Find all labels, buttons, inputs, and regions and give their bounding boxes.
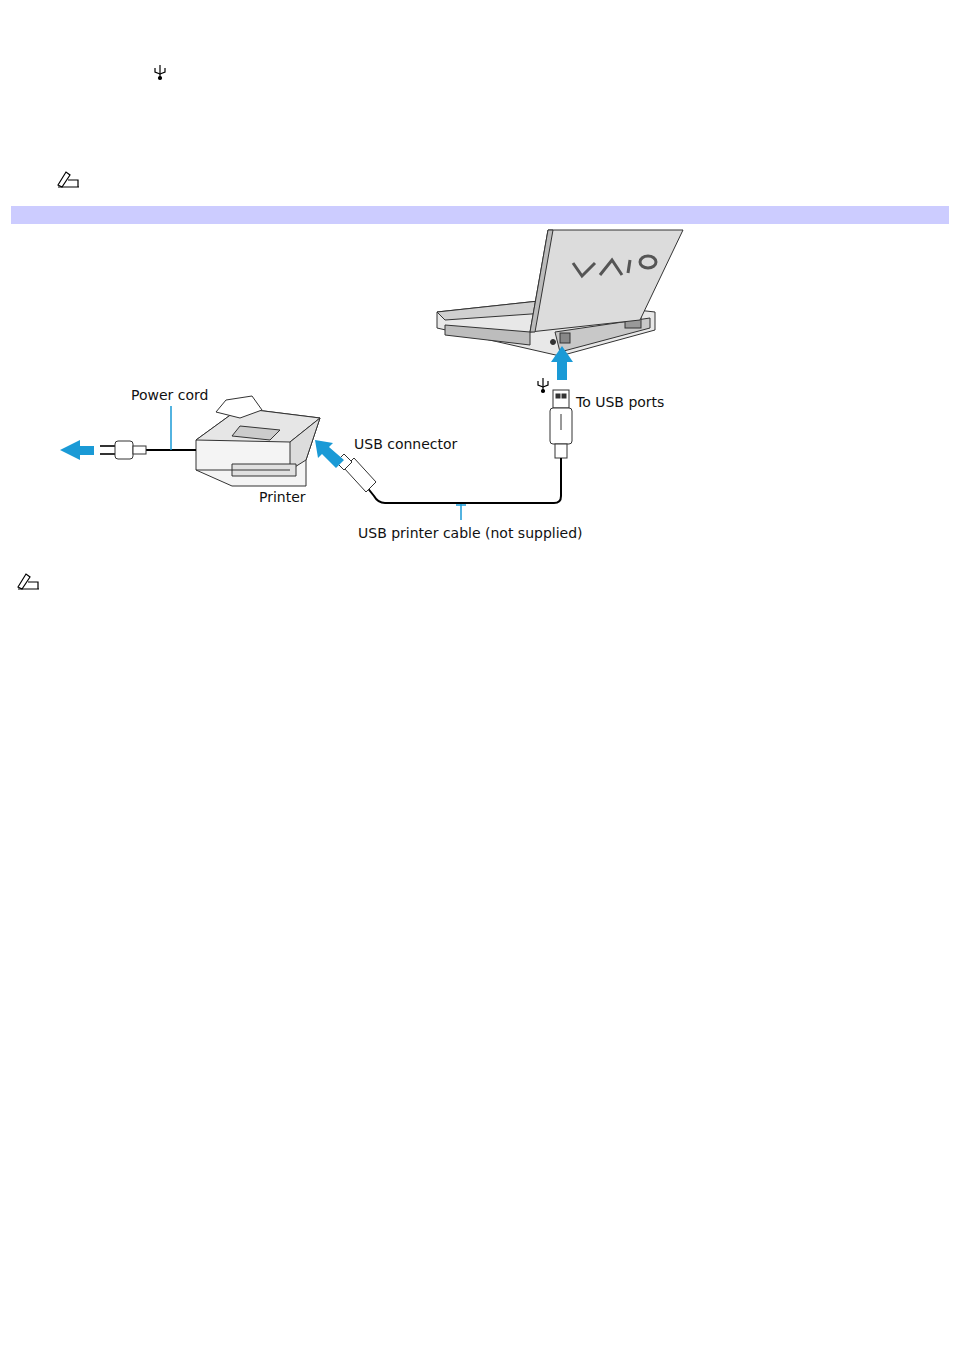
part-label: Printer [259,489,306,505]
leader-line [460,504,462,520]
note-icon [18,574,39,589]
note-icon [58,172,79,187]
part-label: USB printer cable (not supplied) [358,525,583,541]
connect-arrow [60,440,94,460]
leader-line [456,504,466,506]
usb-icon [155,65,165,80]
usb-a-plug [550,390,572,458]
usb-icon [538,378,548,393]
laptop-illustration [437,230,683,356]
header-band [11,206,949,224]
part-label: USB connector [354,436,457,452]
part-label: To USB ports [576,394,664,410]
connect-arrow [315,440,344,468]
part-label: Power cord [131,387,208,403]
power-cord [100,441,196,459]
printer-illustration [196,396,320,486]
connect-arrow [551,346,573,380]
usb-cable [366,458,561,503]
leader-line [170,406,172,450]
